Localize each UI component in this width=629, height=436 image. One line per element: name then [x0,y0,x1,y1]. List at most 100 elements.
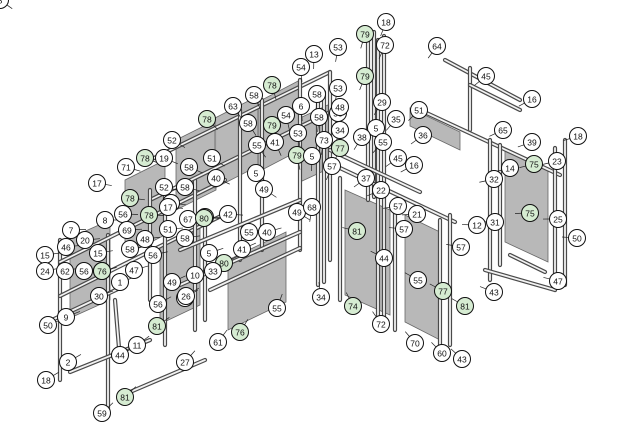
part-callout-55: 55 [409,271,427,289]
callout-circle [277,106,295,124]
callout-number: 5 [207,249,212,259]
callout-number: 41 [237,245,247,255]
leader-line [353,182,360,188]
callout-number: 55 [413,276,423,286]
callout-circle [356,67,374,85]
callout-circle [329,79,347,97]
leader-line [342,227,349,230]
callout-circle [331,98,349,116]
callout-circle [155,149,173,167]
part-callout-55: 55 [374,133,392,151]
leader-line [353,144,358,150]
leader-line [193,188,200,192]
callout-number: 63 [228,102,238,112]
part-callout-8: 8 [96,211,114,229]
part-callout-27: 27 [176,353,194,371]
callout-number: 11 [133,341,142,351]
callout-number: 58 [180,183,190,193]
callout-circle [240,223,258,241]
part-callout-38: 38 [353,128,371,146]
callout-number: 78 [140,154,150,164]
callout-circle [247,164,265,182]
callout-number: 42 [223,210,233,220]
callout-circle [501,159,519,177]
leader-line [216,248,224,251]
leader-line [372,147,378,154]
callout-number: 48 [140,235,150,245]
part-callout-40: 40 [207,169,225,187]
leader-line [223,181,230,185]
leader-line [163,317,170,322]
part-callout-53: 53 [329,79,347,97]
callout-number: 78 [144,211,154,221]
part-callout-5: 5 [247,164,265,182]
part-callout-58: 58 [176,178,194,196]
part-callout-68: 68 [303,198,321,216]
callout-circle [485,283,503,301]
part-callout-49: 49 [288,203,306,221]
leader-line [318,282,321,289]
part-callout-53: 53 [289,124,307,142]
part-callout-45: 45 [389,149,407,167]
leader-line [474,81,480,86]
callout-number: 44 [379,254,389,264]
callout-circle [207,169,225,187]
callout-circle [331,139,349,157]
callout-circle [453,350,471,368]
callout-number: 61 [213,338,223,348]
leader-line [134,169,141,172]
callout-number: 69 [122,226,132,236]
callout-number: 78 [267,81,277,91]
part-callout-22: 22 [372,181,390,199]
callout-number: 55 [272,304,282,314]
callout-circle [373,93,391,111]
leader-line [404,272,411,277]
part-callout-47: 47 [549,272,567,290]
leader-line [279,293,283,301]
callout-number: 10 [190,271,200,281]
part-callout-5: 5 [367,119,385,137]
leader-line [138,198,145,201]
callout-circle [121,189,139,207]
callout-number: 51 [207,154,217,164]
part-callout-81: 81 [116,388,134,406]
part-callout-71: 71 [117,158,135,176]
callout-circle [90,287,108,305]
callout-circle [93,404,111,422]
callout-circle [231,323,249,341]
part-callout-56: 56 [114,205,132,223]
part-callout-78: 78 [140,206,158,224]
part-callout-14: 14 [501,159,519,177]
part-callout-56: 56 [149,295,167,313]
callout-number: 65 [498,126,508,136]
callout-number: 9 [64,313,69,323]
callout-number: 51 [163,225,173,235]
part-callout-57: 57 [323,157,341,175]
part-callout-56: 56 [75,262,93,280]
part-callout-54: 54 [292,58,310,76]
callout-number: 49 [167,278,177,288]
callout-number: 47 [553,277,563,287]
leader-line [196,170,203,174]
part-callout-16: 16 [405,156,423,174]
part-callout-49: 49 [163,273,181,291]
part-callout-16: 16 [523,90,541,108]
callout-number: 57 [327,162,337,172]
callout-number: 26 [181,292,191,302]
callout-number: 37 [361,174,371,184]
part-callout-33: 33 [204,262,222,280]
part-callout-58: 58 [308,85,326,103]
part-callout-55: 55 [248,136,266,154]
part-callout-44: 44 [375,249,393,267]
leader-line [345,292,350,299]
part-callout-52: 52 [163,131,181,149]
callout-number: 81 [120,393,130,403]
leader-line [543,277,550,280]
callout-circle [348,222,366,240]
leader-line [383,206,390,209]
callout-circle [144,246,162,264]
part-callout-35: 35 [387,110,405,128]
callout-number: 77 [335,144,345,154]
